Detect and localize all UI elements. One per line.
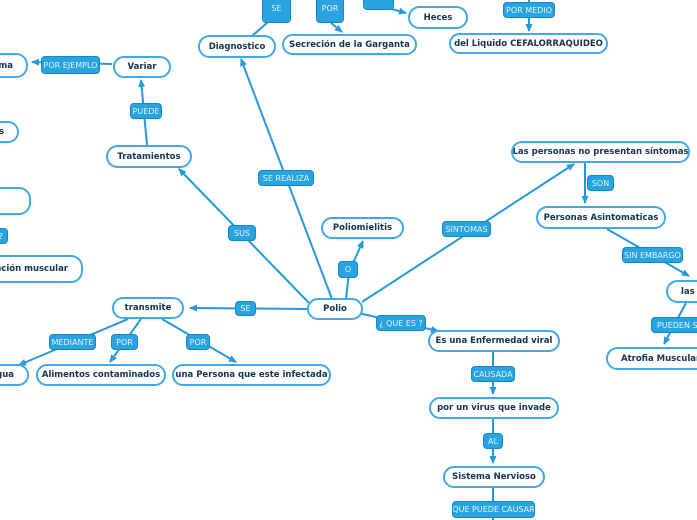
concept-label: Heces — [423, 12, 453, 23]
concept-poliomielitis[interactable]: Poliomielitis — [321, 217, 404, 239]
concept-label: por un virus que invade — [437, 403, 551, 413]
link-label: AL — [488, 436, 498, 446]
concept-s-cut[interactable]: s — [0, 121, 19, 143]
concept-alimentos-contaminados[interactable]: Alimentos contaminados — [36, 364, 166, 386]
link-label: SIN EMBARGO — [624, 250, 681, 260]
link-por-1[interactable]: POR — [111, 334, 138, 350]
concept-variar[interactable]: Variar — [113, 56, 171, 78]
concept-label: transmite — [124, 303, 172, 313]
concept-label: unción muscular — [0, 264, 68, 274]
link-se-realiza[interactable]: SE REALIZA — [258, 170, 314, 186]
link-sin-embargo[interactable]: SIN EMBARGO — [622, 247, 683, 263]
link-label: SE — [271, 3, 282, 13]
concept-las-cut[interactable]: las — [666, 280, 697, 303]
link-label: PUEDEN SUF — [657, 320, 697, 330]
concept-label: Atrofia Muscular — [621, 353, 697, 364]
link-o[interactable]: O — [338, 261, 358, 278]
link-label: CAUSADA — [473, 369, 513, 379]
link-label: MEDIANTE — [51, 337, 94, 347]
link-mediante[interactable]: MEDIANTE — [49, 334, 96, 350]
concept-ma-cut[interactable]: ma — [0, 53, 28, 78]
concept-es-una-enfermedad-viral[interactable]: Es una Enfermedad viral — [428, 330, 560, 352]
link-blank-top[interactable] — [363, 0, 394, 10]
link-label: POR — [189, 337, 207, 347]
concept-label: del Liquido CEFALORRAQUIDEO — [454, 38, 603, 49]
link-label: ¿ QUE ES ? — [379, 318, 423, 328]
concept-transmite[interactable]: transmite — [112, 297, 184, 319]
concept-label: Es una Enfermedad viral — [435, 336, 553, 346]
concept-las-personas-no-presentan-sintomas[interactable]: Las personas no presentan síntomas — [511, 141, 690, 163]
link-label: POR — [116, 337, 133, 347]
link-al[interactable]: AL — [483, 433, 503, 449]
concept-virus-que-invade[interactable]: por un virus que invade — [429, 397, 559, 419]
concept-label: ma — [0, 60, 13, 71]
link-puede[interactable]: PUEDE — [130, 103, 162, 119]
concept-label: Las personas no presentan síntomas — [512, 147, 689, 157]
concept-polio[interactable]: Polio — [307, 298, 363, 320]
link-por-top[interactable]: POR — [316, 0, 344, 23]
link-label: O — [344, 265, 352, 274]
link-que-es[interactable]: ¿ QUE ES ? — [376, 315, 426, 331]
link-label: SON — [591, 178, 610, 188]
concept-label: s — [0, 127, 4, 137]
concept-liquido-cefalorraquideo[interactable]: del Liquido CEFALORRAQUIDEO — [449, 33, 608, 54]
link-por-medio[interactable]: POR MEDIO — [503, 2, 555, 18]
concept-label: Diagnostico — [208, 41, 266, 52]
concept-label: Poliomielitis — [332, 223, 393, 233]
link-se-top[interactable]: SE — [262, 0, 291, 23]
link-label: PUEDE — [132, 106, 160, 116]
link-por-ejemplo[interactable]: POR EJEMPLO — [41, 56, 100, 74]
concept-label: Polio — [323, 304, 347, 314]
concept-persona-infectada[interactable]: una Persona que este infectada — [172, 364, 331, 386]
link-label: QUE PUEDE CAUSAR — [452, 505, 535, 514]
link-por-2[interactable]: POR — [186, 334, 210, 350]
concept-label: una Persona que este infectada — [175, 370, 328, 380]
link-label: SE REALIZA — [262, 173, 310, 183]
link-se-mid[interactable]: SE — [235, 301, 256, 316]
link-label: SUS — [233, 228, 250, 238]
concept-secrecion-garganta[interactable]: Secreción de la Garganta — [282, 34, 417, 55]
link-label: SINTOMAS — [445, 224, 488, 234]
concept-personas-asintomaticas[interactable]: Personas Asintomaticas — [536, 206, 666, 229]
concept-empty-cut[interactable] — [0, 187, 31, 215]
concept-label: Sistema Nervioso — [452, 472, 536, 482]
link-que-puede-causar[interactable]: QUE PUEDE CAUSAR — [452, 501, 535, 518]
link-label: POR — [321, 3, 339, 13]
link-causada[interactable]: CAUSADA — [471, 366, 515, 382]
concept-label: Personas Asintomaticas — [543, 212, 659, 223]
concept-label: Tratamientos — [117, 151, 181, 162]
concept-agua-cut[interactable]: gua — [0, 364, 29, 386]
link-pueden-suf[interactable]: PUEDEN SUF — [651, 317, 697, 333]
link-son[interactable]: SON — [587, 175, 614, 191]
link-label: POR EJEMPLO — [43, 60, 98, 70]
concept-label: gua — [0, 370, 14, 380]
concept-label: las — [681, 286, 695, 297]
concept-label: Secreción de la Garganta — [289, 39, 410, 50]
link-sintomas[interactable]: SINTOMAS — [442, 221, 491, 237]
link-stub-left[interactable]: ? — [0, 228, 8, 244]
concept-heces[interactable]: Heces — [408, 6, 468, 29]
concept-label: Alimentos contaminados — [41, 370, 161, 380]
concept-label: Variar — [127, 62, 157, 72]
concept-diagnostico[interactable]: Diagnostico — [198, 35, 276, 58]
concept-uncion-muscular-cut[interactable]: unción muscular — [0, 255, 83, 283]
link-label: SE — [240, 304, 251, 313]
link-label: ? — [0, 232, 3, 241]
concept-sistema-nervioso[interactable]: Sistema Nervioso — [443, 466, 545, 488]
link-label: POR MEDIO — [506, 5, 552, 15]
concept-tratamientos[interactable]: Tratamientos — [106, 145, 192, 168]
concept-atrofia-muscular[interactable]: Atrofia Muscular — [606, 347, 697, 370]
edge-diagnostico-se-top — [251, 21, 269, 37]
edge-por-top-secrecion — [330, 22, 343, 33]
link-sus[interactable]: SUS — [228, 225, 256, 241]
